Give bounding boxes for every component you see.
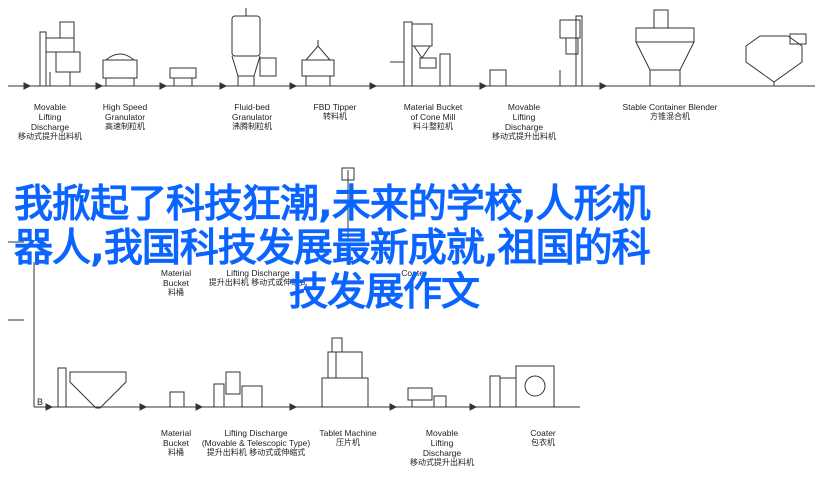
- headline-line-3: 技发展作文: [288, 270, 480, 315]
- row3-coater-drawing: [489, 365, 555, 408]
- label-en: FBD Tipper: [313, 102, 357, 112]
- label-zh: 料桶: [167, 288, 184, 297]
- row3-label-coater: Coater 包衣机: [530, 428, 556, 448]
- row2-label-material-bucket: Material Bucket 料桶: [161, 268, 191, 298]
- row3-flow-line: [33, 262, 580, 411]
- label-en: Material Bucket: [403, 102, 463, 112]
- row2-flow-line: [8, 167, 355, 321]
- label-en: Movable: [33, 102, 67, 112]
- row3-lifting-discharge-drawing: [213, 371, 263, 408]
- label-zh: 沸腾制粒机: [231, 122, 272, 131]
- label-en: (Movable & Telescopic Type): [201, 438, 311, 448]
- label-en: Granulator: [104, 112, 146, 122]
- row3-label-tablet-machine: Tablet Machine 压片机: [319, 428, 376, 448]
- label-zh: 包衣机: [530, 438, 555, 447]
- row1-label-movable-lifting-discharge: Movable Lifting Discharge 移动式提升出料机: [18, 102, 82, 142]
- row1-label-high-speed-granulator: High Speed Granulator 高速制粒机: [103, 102, 147, 132]
- row3-label-material-bucket: Material Bucket 料桶: [161, 428, 191, 458]
- label-en: Tablet Machine: [319, 428, 377, 438]
- label-en: Lifting: [430, 438, 454, 448]
- label-en: Material: [160, 428, 192, 438]
- label-en: of Cone Mill: [410, 112, 456, 122]
- row2-label-lifting-discharge: Lifting Discharge 提升出料机 移动式或伸缩式: [209, 268, 308, 288]
- label-en: Discharge: [504, 122, 544, 132]
- label-zh: 移动式提升出料机: [492, 132, 556, 141]
- label-zh: 料斗整粒机: [413, 122, 453, 131]
- label-zh: 转料机: [323, 112, 347, 121]
- row1-fluid-bed-granulator-drawing: [231, 8, 277, 86]
- row3-label-lifting-discharge: Lifting Discharge (Movable & Telescopic …: [202, 428, 310, 458]
- label-en: Discharge: [30, 122, 70, 132]
- label-en: Discharge: [422, 448, 462, 458]
- row1-cone-mill-drawing: [390, 21, 451, 87]
- row3-movable-lifting-discharge-drawing: [407, 387, 447, 408]
- row1-label-fbd-tipper: FBD Tipper 转料机: [314, 102, 357, 122]
- row1-high-speed-granulator-drawing: [102, 53, 197, 86]
- row1-label-stable-container-blender: Stable Container Blender 方锥混合机: [623, 102, 718, 122]
- label-en: Lifting: [38, 112, 62, 122]
- label-zh: 料桶: [167, 448, 184, 457]
- row1-label-movable-lifting-discharge-2: Movable Lifting Discharge 移动式提升出料机: [492, 102, 556, 142]
- row3-tablet-machine-drawing: [321, 337, 369, 408]
- loop-marker-b: B: [37, 397, 44, 407]
- label-zh: 移动式提升出料机: [18, 132, 82, 141]
- row3-material-bucket-drawing: [57, 367, 185, 409]
- label-en: Lifting Discharge: [226, 268, 290, 278]
- label-en: Bucket: [162, 278, 189, 288]
- label-zh: 提升出料机 移动式或伸缩式: [206, 448, 306, 457]
- label-zh: 压片机: [335, 438, 360, 447]
- label-en: Coater: [530, 428, 556, 438]
- row3-label-movable-lifting-discharge: Movable Lifting Discharge 移动式提升出料机: [410, 428, 474, 468]
- label-en: Movable: [425, 428, 459, 438]
- label-en: Material: [160, 268, 192, 278]
- label-en: Fluid-bed: [234, 102, 270, 112]
- label-en: High Speed: [102, 102, 148, 112]
- row1-label-cone-mill: Material Bucket of Cone Mill 料斗整粒机: [404, 102, 463, 132]
- headline-line-2: 器人,我国科技发展最新成就,祖国的科: [14, 226, 651, 271]
- label-en: Movable: [507, 102, 541, 112]
- label-en: Granulator: [231, 112, 273, 122]
- label-zh: 高速制粒机: [104, 122, 145, 131]
- row1-movable-lifting-discharge-drawing: [39, 21, 81, 87]
- label-zh: 方锥混合机: [649, 112, 690, 121]
- label-en: Stable Container Blender: [622, 102, 718, 112]
- row1-label-fluid-bed-granulator: Fluid-bed Granulator 沸腾制粒机: [232, 102, 272, 132]
- row1-stable-container-blender-drawing: [635, 9, 807, 86]
- label-en: Bucket: [162, 438, 189, 448]
- label-en: Lifting: [512, 112, 536, 122]
- headline-overlay: 我掀起了科技狂潮,未来的学校,人形机 器人,我国科技发展最新成就,祖国的科 技发…: [14, 183, 814, 315]
- row1-fbd-tipper-drawing: [301, 40, 335, 86]
- row1-movable-lifting-discharge-2-drawing: [489, 15, 583, 87]
- label-zh: 提升出料机 移动式或伸缩式: [208, 278, 308, 287]
- headline-line-1: 我掀起了科技狂潮,未来的学校,人形机: [14, 182, 651, 227]
- label-zh: 移动式提升出料机: [410, 458, 474, 467]
- label-en: Coater: [401, 268, 427, 278]
- row2-label-coater: Coater: [401, 268, 427, 278]
- label-en: Lifting Discharge: [224, 428, 288, 438]
